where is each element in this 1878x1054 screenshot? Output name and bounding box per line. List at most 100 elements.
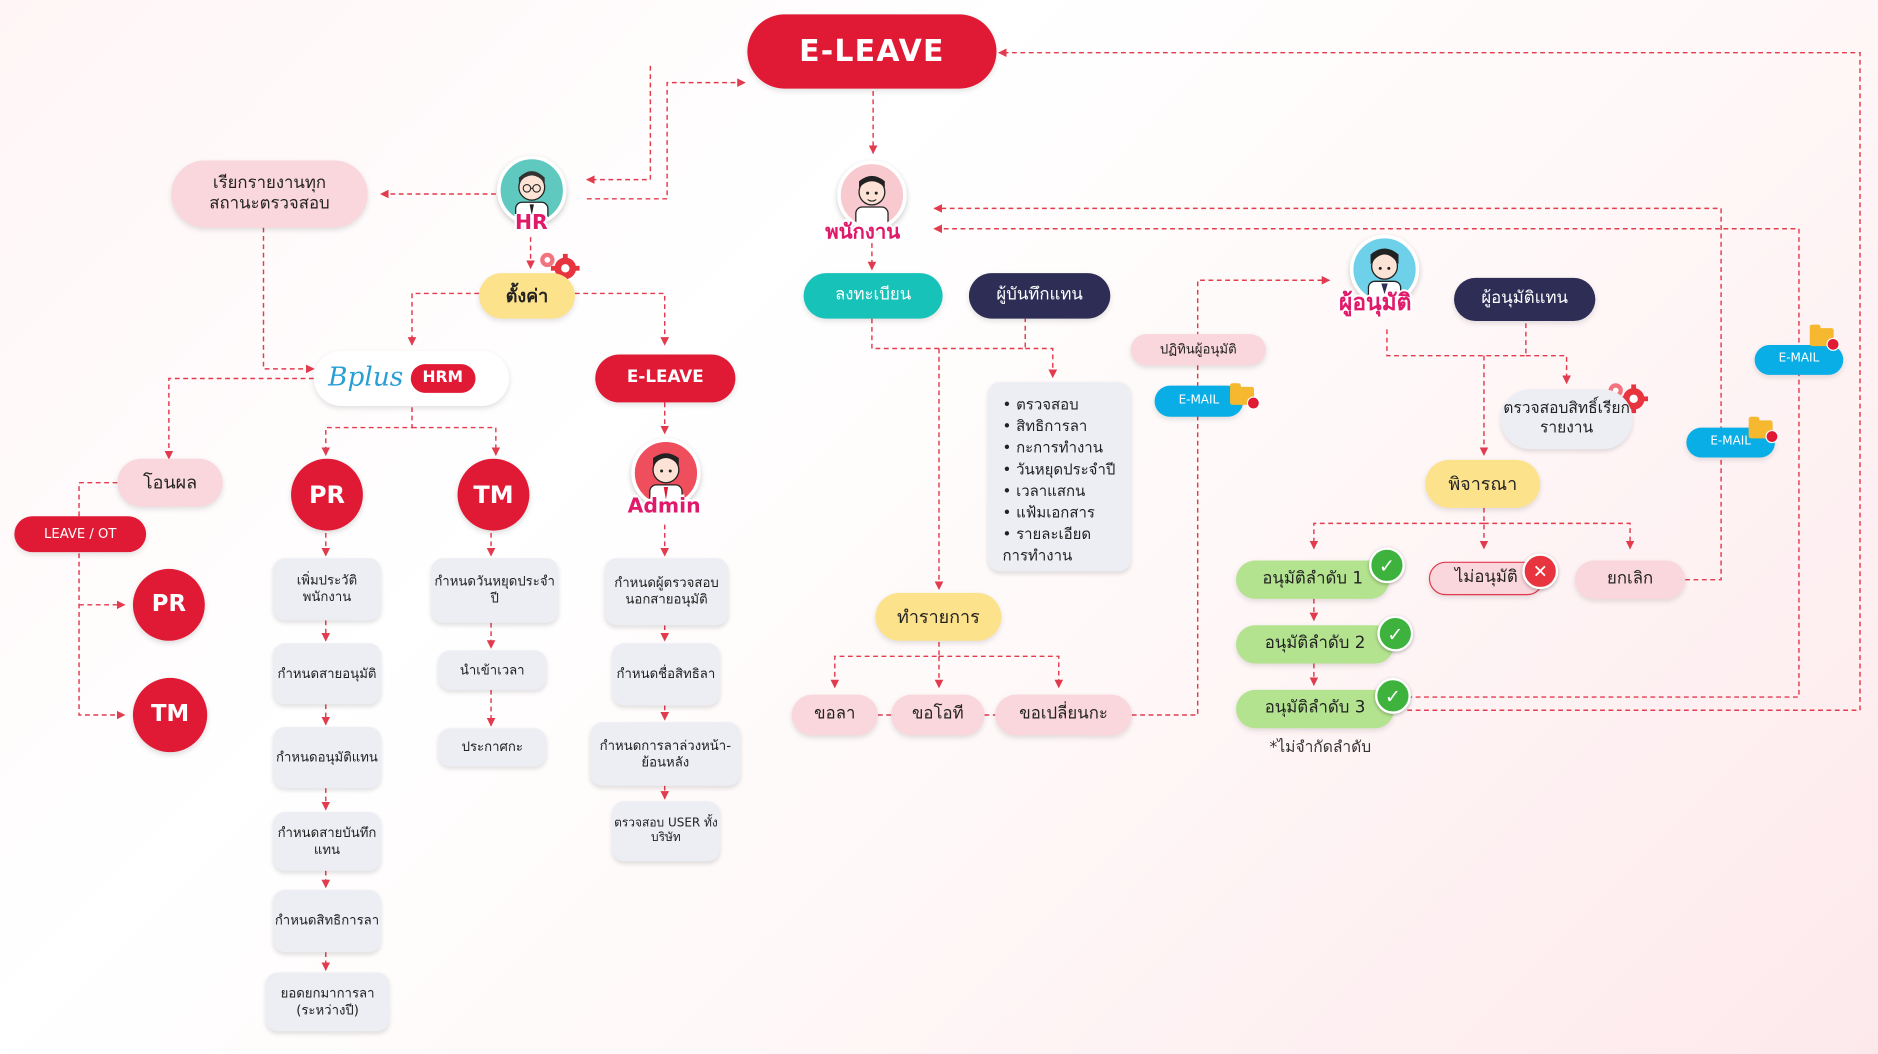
mail-folder-icon (1748, 416, 1779, 444)
check-circle-icon: ✓ (1377, 615, 1414, 652)
checklist-item: แฟ้มเอกสาร (1002, 502, 1116, 524)
pr-step-label: กำหนดสายบันทึกแทน (277, 824, 377, 857)
tm-step-label: นำเข้าเวลา (459, 661, 525, 678)
approver-calendar-label: ปฏิทินผู้อนุมัติ (1159, 341, 1237, 358)
consider-node[interactable]: พิจารณา (1425, 459, 1541, 508)
admin-step[interactable]: ตรวจสอบ USER ทั้งบริษัท (612, 801, 720, 862)
pr-circle[interactable]: PR (291, 458, 363, 531)
email-badge[interactable]: E-MAIL (1154, 385, 1244, 417)
cancel-node[interactable]: ยกเลิก (1574, 560, 1686, 599)
transfer-pr-label: PR (151, 590, 186, 617)
settings-label: ตั้งค่า (505, 284, 549, 307)
transfer-results-node[interactable]: โอนผล (117, 458, 223, 507)
admin-step[interactable]: กำหนดการลาล่วงหน้า-ย้อนหลัง (590, 722, 741, 786)
checklist-item: สิทธิการลา (1002, 416, 1116, 438)
approve-level-label: อนุมัติลำดับ 1 (1262, 569, 1364, 589)
request-leave-node[interactable]: ขอลา (791, 694, 878, 736)
hr-person-icon (515, 171, 549, 222)
register-node[interactable]: ลงทะเบียน (803, 273, 943, 319)
pr-step-label: ยอดยกมาการลา (ระหว่างปี) (280, 985, 375, 1018)
pr-step-label: เพิ่มประวัติพนักงาน (296, 572, 358, 605)
gear-icon (540, 252, 580, 283)
checklist-item: เวลาแสกน (1002, 480, 1116, 502)
register-label: ลงทะเบียน (835, 285, 912, 305)
leave-ot-text: LEAVE / OT (44, 525, 117, 542)
bplus-hrm-logo: Bplus HRM (313, 350, 510, 407)
report-status-node[interactable]: เรียกรายงานทุกสถานะตรวจสอบ (171, 160, 368, 228)
request-shift-label: ขอเปลี่ยนกะ (1019, 704, 1108, 724)
mail-folder-icon (1230, 383, 1260, 410)
pr-circle-label: PR (308, 479, 345, 509)
email-badge-label: E-MAIL (1778, 352, 1820, 366)
admin-step[interactable]: กำหนดผู้ตรวจสอบนอกสายอนุมัติ (604, 558, 729, 626)
admin-avatar-label: Admin (627, 494, 701, 519)
checklist-item: วันหยุดประจำปี (1002, 459, 1116, 481)
request-ot-node[interactable]: ขอโอที (891, 694, 985, 736)
employee-checklist: ตรวจสอบ สิทธิการลา กะการทำงาน วันหยุดประ… (988, 382, 1131, 572)
transaction-node[interactable]: ทำรายการ (875, 592, 1002, 641)
hrm-badge: HRM (410, 363, 475, 393)
admin-step-label: กำหนดผู้ตรวจสอบนอกสายอนุมัติ (614, 575, 719, 608)
approver-person-icon (1367, 248, 1402, 301)
request-shift-node[interactable]: ขอเปลี่ยนกะ (995, 694, 1132, 736)
approve-level-1[interactable]: อนุมัติลำดับ 1 (1236, 560, 1390, 599)
eleave-title-text: E-LEAVE (799, 33, 945, 69)
settings-node[interactable]: ตั้งค่า (479, 273, 575, 319)
tm-step[interactable]: ประกาศกะ (438, 728, 547, 767)
transfer-results-label: โอนผล (142, 471, 198, 494)
employee-proxy-node[interactable]: ผู้บันทึกแทน (968, 273, 1111, 319)
pr-step[interactable]: ยอดยกมาการลา (ระหว่างปี) (265, 972, 390, 1032)
admin-person-icon (649, 453, 683, 505)
cancel-label: ยกเลิก (1606, 569, 1654, 589)
bplus-logo-text: Bplus (328, 363, 404, 394)
tm-step-label: กำหนดวันหยุดประจำปี (434, 573, 555, 607)
approve-level-2[interactable]: อนุมัติลำดับ 2 (1236, 625, 1395, 664)
checklist-item: ตรวจสอบ (1002, 394, 1116, 416)
check-circle-icon: ✓ (1374, 677, 1411, 714)
mail-folder-icon (1809, 324, 1840, 351)
pr-step-label: กำหนดอนุมัติแทน (275, 749, 378, 765)
approver-avatar (1349, 234, 1420, 305)
approver-calendar-node[interactable]: ปฏิทินผู้อนุมัติ (1130, 334, 1266, 366)
checklist-items: ตรวจสอบ สิทธิการลา กะการทำงาน วันหยุดประ… (1002, 394, 1116, 566)
eleave-title: E-LEAVE (747, 14, 997, 89)
rights-report-label: ตรวจสอบสิทธิ์เรียกรายงาน (1503, 399, 1630, 438)
approver-avatar-label: ผู้อนุมัติ (1339, 289, 1412, 317)
tm-step[interactable]: นำเข้าเวลา (438, 650, 547, 690)
pr-step[interactable]: กำหนดสิทธิการลา (273, 889, 381, 953)
admin-step-label: กำหนดการลาล่วงหน้า-ย้อนหลัง (599, 737, 731, 770)
rights-report-node[interactable]: ตรวจสอบสิทธิ์เรียกรายงาน (1500, 389, 1633, 450)
x-circle-icon: ✕ (1522, 553, 1559, 590)
eleave-settings-node[interactable]: E-LEAVE (595, 354, 736, 403)
transfer-tm-circle[interactable]: TM (132, 677, 208, 753)
check-circle-icon: ✓ (1368, 547, 1405, 584)
pr-step[interactable]: กำหนดอนุมัติแทน (273, 727, 381, 789)
request-ot-label: ขอโอที (911, 704, 964, 724)
pr-step[interactable]: เพิ่มประวัติพนักงาน (273, 558, 381, 621)
approve-level-3[interactable]: อนุมัติลำดับ 3 (1236, 689, 1395, 729)
hr-avatar (497, 155, 567, 226)
transfer-tm-label: TM (150, 700, 190, 728)
checklist-item: รายละเอียดการทำงาน (1002, 523, 1116, 566)
transaction-label: ทำรายการ (896, 605, 980, 628)
pr-step[interactable]: กำหนดสายบันทึกแทน (273, 812, 381, 871)
unlimited-levels-note: *ไม่จำกัดลำดับ (1269, 738, 1372, 757)
email-badge-label: E-MAIL (1178, 393, 1220, 407)
eleave-settings-label: E-LEAVE (626, 367, 704, 388)
tm-circle[interactable]: TM (457, 458, 530, 531)
admin-step[interactable]: กำหนดชื่อสิทธิลา (612, 643, 720, 706)
report-status-label: เรียกรายงานทุกสถานะตรวจสอบ (209, 173, 330, 214)
request-leave-label: ขอลา (814, 704, 856, 724)
pr-step-label: กำหนดสิทธิการลา (274, 912, 380, 929)
approver-proxy-label: ผู้อนุมัติแทน (1481, 288, 1568, 309)
transfer-pr-circle[interactable]: PR (132, 568, 205, 641)
email-badge[interactable]: E-MAIL (1754, 344, 1844, 375)
tm-step[interactable]: กำหนดวันหยุดประจำปี (431, 558, 559, 623)
pr-step[interactable]: กำหนดสายอนุมัติ (273, 643, 381, 705)
approver-proxy-node[interactable]: ผู้อนุมัติแทน (1454, 277, 1596, 321)
approve-level-label: อนุมัติลำดับ 3 (1264, 698, 1366, 718)
employee-avatar-label: พนักงาน (825, 220, 901, 245)
employee-person-icon (855, 175, 889, 227)
employee-avatar (837, 160, 907, 230)
reject-label: ไม่อนุมัติ (1454, 568, 1518, 588)
